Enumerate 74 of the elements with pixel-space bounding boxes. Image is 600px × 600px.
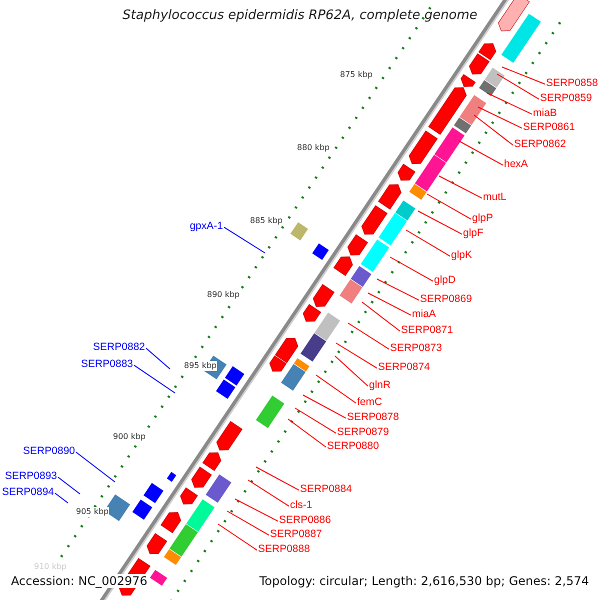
leader-line (76, 452, 116, 482)
gene-label: SERP0883 (81, 358, 133, 371)
diagram-title: Staphylococcus epidermidis RP62A, complete genome (122, 8, 478, 23)
gene-label: gpxA-1 (190, 220, 223, 233)
leader-line (406, 230, 450, 257)
gene-label: cls-1 (290, 499, 312, 512)
genome-info-note: Topology: circular; Length: 2,616,530 bp; Genes: 2,574 (257, 574, 591, 588)
gene-label: SERP0893 (5, 470, 57, 483)
gene-label: hexA (504, 158, 528, 171)
leader-line (58, 476, 80, 494)
leader-line (302, 394, 346, 419)
leader-line (334, 356, 368, 387)
gene-label: SERP0884 (300, 483, 352, 496)
gene-label: SERP0888 (258, 543, 310, 556)
scale-label: 890 kbp (207, 290, 240, 300)
leader-line (146, 348, 170, 370)
scale-label: 900 kbp (113, 432, 146, 442)
leader-line (496, 74, 540, 100)
leader-line (426, 194, 472, 220)
gene-label: SERP0879 (337, 426, 389, 439)
leader-line (224, 226, 266, 254)
gene-label: glpD (434, 274, 456, 287)
scale-label: 875 kbp (340, 70, 373, 80)
gene-label: glpF (463, 227, 484, 240)
leader-line (368, 292, 412, 316)
leader-line (218, 524, 258, 551)
gene-label: femC (357, 396, 382, 409)
leader-line (486, 92, 532, 115)
gene-label: glnR (369, 379, 391, 392)
leader-line (418, 210, 462, 235)
gene-label: SERP0874 (378, 361, 430, 374)
leader-line (348, 322, 390, 350)
leader-line (336, 342, 378, 369)
leader-line (294, 408, 336, 434)
leader-line (256, 466, 300, 491)
gene-label: SERP0894 (2, 486, 54, 499)
leader-line (458, 140, 504, 166)
leader-line (316, 374, 356, 404)
gene-label: SERP0859 (540, 92, 592, 105)
leader-line (362, 302, 400, 332)
leader-line (134, 364, 176, 394)
gene-label: SERP0858 (546, 77, 598, 90)
gene-label: SERP0878 (347, 411, 399, 424)
leader-line (234, 498, 278, 522)
gene-label: mutL (483, 191, 506, 204)
gene-label: SERP0869 (420, 293, 472, 306)
leader-line (376, 278, 420, 301)
scale-label: 880 kbp (297, 143, 330, 153)
gene-label: glpP (472, 212, 494, 225)
gene-label: SERP0880 (327, 440, 379, 453)
accession-note: Accession: NC_002976 (9, 574, 150, 588)
gene-label: SERP0862 (514, 138, 566, 151)
leader-line (288, 418, 326, 448)
leader-line (438, 176, 482, 199)
leader-line (478, 106, 522, 129)
scale-label: 885 kbp (250, 216, 283, 226)
leader-line (474, 114, 514, 146)
gene-label: glpK (451, 249, 472, 262)
scale-label: 905 kbp (76, 507, 109, 517)
gene-label: SERP0882 (93, 341, 145, 354)
gene-label: miaB (533, 107, 557, 120)
leader-line (502, 66, 546, 85)
gene-label: SERP0890 (23, 445, 75, 458)
gene-label: SERP0861 (523, 121, 575, 134)
gene-label: SERP0887 (270, 528, 322, 541)
leader-line (54, 492, 68, 504)
gene-label: miaA (412, 308, 436, 321)
leader-line (248, 480, 290, 507)
gene-label: SERP0873 (390, 342, 442, 355)
gene-label: SERP0886 (279, 514, 331, 527)
gene-label: SERP0871 (401, 324, 453, 337)
scale-label: 895 kbp (184, 361, 217, 371)
leader-line (226, 510, 270, 536)
leader-line (390, 256, 434, 282)
